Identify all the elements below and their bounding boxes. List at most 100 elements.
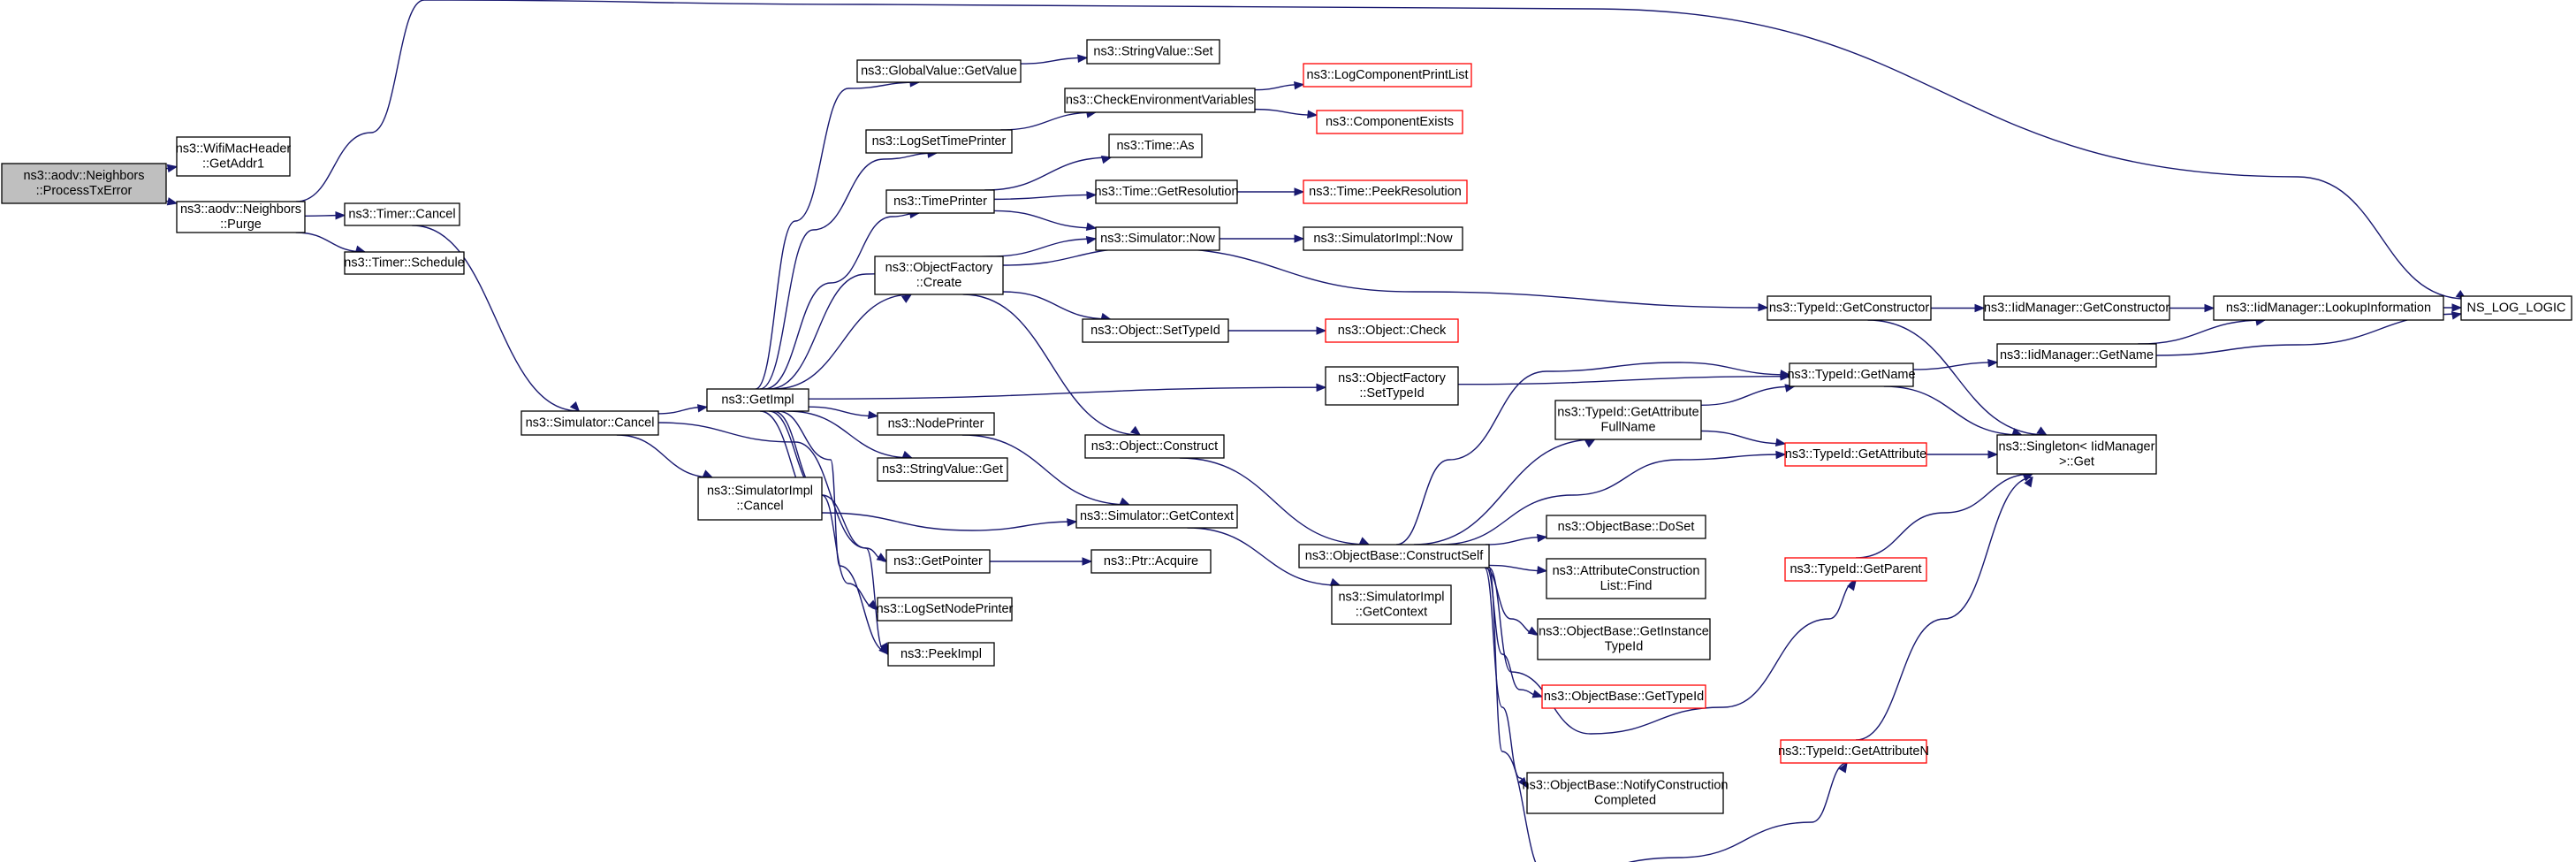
arrowhead-icon <box>1129 425 1142 436</box>
edge-n34-n38 <box>1395 362 1791 545</box>
node-n37[interactable]: ns3::IidManager::LookupInformation <box>2213 295 2444 321</box>
node-n11[interactable]: ns3::LogSetTimePrinter <box>865 129 1013 154</box>
node-n31[interactable]: ns3::Simulator::GetContext <box>1075 504 1238 529</box>
edge-line <box>808 406 878 417</box>
arrowhead-icon <box>335 211 346 220</box>
node-n8[interactable]: ns3::SimulatorImpl::Cancel <box>697 477 823 521</box>
node-label: ns3::IidManager::GetName <box>2000 348 2154 362</box>
edge-line <box>764 212 920 390</box>
node-label: ns3::ObjectBase::NotifyConstruction <box>1523 779 1729 793</box>
node-n6[interactable]: ns3::Simulator::Cancel <box>521 410 659 436</box>
node-n5[interactable]: ns3::Timer::Schedule <box>344 251 465 275</box>
node-box <box>1084 434 1225 459</box>
node-box <box>1075 504 1238 529</box>
node-n30[interactable]: ns3::Object::Construct <box>1084 434 1225 459</box>
edge-line <box>1855 477 2033 741</box>
arrowhead-icon <box>1067 518 1078 527</box>
arrowhead-icon <box>2036 426 2048 436</box>
node-box <box>1546 515 1706 539</box>
edge-n25-n26 <box>1220 234 1305 243</box>
arrowhead-icon <box>1358 537 1371 545</box>
node-n9[interactable]: ns3::PeekImpl <box>887 642 995 667</box>
node-n21[interactable]: ns3::ComponentExists <box>1316 110 1463 134</box>
node-n13[interactable]: ns3::ObjectFactory::Create <box>874 256 1004 295</box>
node-n36[interactable]: ns3::IidManager::GetConstructor <box>1983 295 2170 321</box>
node-n47[interactable]: ns3::ObjectBase::NotifyConstructionCompl… <box>1523 772 1729 814</box>
node-n24[interactable]: ns3::Time::PeekResolution <box>1303 179 1468 204</box>
node-n28[interactable]: ns3::Object::Check <box>1325 318 1459 343</box>
edge-n27-n28 <box>1227 326 1327 335</box>
node-label: ns3::Object::Construct <box>1091 439 1218 454</box>
node-n46[interactable]: ns3::ObjectBase::GetTypeId <box>1541 684 1706 709</box>
node-n16[interactable]: ns3::GetPointer <box>885 549 991 574</box>
node-n26[interactable]: ns3::SimulatorImpl::Now <box>1303 226 1463 251</box>
edge-line <box>1912 362 1998 370</box>
node-n0[interactable]: ns3::aodv::Neighbors::ProcessTxError <box>1 163 167 204</box>
edge-line <box>962 294 1141 436</box>
edge-n7-n29 <box>808 383 1327 400</box>
node-box <box>1546 558 1706 599</box>
node-label: ns3::SimulatorImpl <box>707 484 813 499</box>
node-n23[interactable]: ns3::Time::GetResolution <box>1094 179 1239 204</box>
node-n10[interactable]: ns3::GlobalValue::GetValue <box>856 59 1022 83</box>
node-label: ns3::ObjectBase::GetTypeId <box>1544 690 1704 704</box>
node-n33[interactable]: ns3::SimulatorImpl::GetContext <box>1331 584 1452 625</box>
node-n42[interactable]: ns3::Singleton< IidManager>::Get <box>1996 434 2157 475</box>
node-box <box>2213 295 2444 321</box>
arrowhead-icon <box>1987 450 1999 459</box>
node-n7[interactable]: ns3::GetImpl <box>706 388 809 412</box>
node-n25[interactable]: ns3::Simulator::Now <box>1095 226 1220 251</box>
edge-n34-n40 <box>1413 439 1596 545</box>
node-n1[interactable]: ns3::WifiMacHeader::GetAddr1 <box>176 136 292 177</box>
node-n38[interactable]: ns3::TypeId::GetName <box>1787 362 1916 387</box>
node-n3[interactable]: NS_LOG_LOGIC <box>2460 295 2572 321</box>
node-label: ns3::GetImpl <box>721 393 794 408</box>
arrowhead-icon <box>569 401 581 413</box>
arrowhead-icon <box>2204 303 2215 313</box>
node-label: ns3::Simulator::Cancel <box>526 416 655 431</box>
edge-line <box>1187 527 1341 586</box>
edge-n40-n41 <box>1700 430 1787 446</box>
node-n48[interactable]: ns3::TypeId::GetParent <box>1784 557 1927 582</box>
arrowhead-icon <box>1119 497 1131 506</box>
node-box <box>176 201 306 233</box>
arrowhead-icon <box>1316 326 1327 335</box>
node-n4[interactable]: ns3::Timer::Cancel <box>344 202 460 226</box>
edge-line <box>808 386 1326 400</box>
node-n29[interactable]: ns3::ObjectFactory::SetTypeId <box>1325 366 1459 406</box>
edge-n13-n30 <box>962 294 1142 436</box>
node-n34[interactable]: ns3::ObjectBase::ConstructSelf <box>1298 544 1490 568</box>
node-box <box>697 477 823 521</box>
node-n41[interactable]: ns3::TypeId::GetAttribute <box>1784 442 1927 467</box>
node-n20[interactable]: ns3::LogComponentPrintList <box>1303 63 1472 88</box>
node-n22[interactable]: ns3::Time::As <box>1108 133 1203 158</box>
node-n39[interactable]: ns3::IidManager::GetName <box>1996 343 2157 368</box>
node-n14[interactable]: ns3::NodePrinter <box>877 412 995 436</box>
node-n49[interactable]: ns3::TypeId::GetAttributeN <box>1778 739 1929 764</box>
node-n15[interactable]: ns3::StringValue::Get <box>877 457 1008 482</box>
node-box <box>1526 772 1724 814</box>
node-n17[interactable]: ns3::LogSetNodePrinter <box>877 597 1014 622</box>
node-n43[interactable]: ns3::ObjectBase::DoSet <box>1546 515 1706 539</box>
node-n19[interactable]: ns3::CheckEnvironmentVariables <box>1064 88 1256 113</box>
node-n27[interactable]: ns3::Object::SetTypeId <box>1082 318 1229 343</box>
edge-n7-n9 <box>777 410 889 654</box>
node-label: ns3::TypeId::GetAttribute <box>1557 406 1698 420</box>
edge-n35-n36 <box>1930 303 1986 313</box>
node-n32[interactable]: ns3::Ptr::Acquire <box>1090 549 1212 574</box>
edge-n34-n49 <box>1488 567 1848 862</box>
edge-n11-n19 <box>1000 110 1098 131</box>
node-label: ns3::Simulator::GetContext <box>1080 509 1234 523</box>
edge-n29-n38 <box>1457 372 1791 385</box>
node-n2[interactable]: ns3::aodv::Neighbors::Purge <box>176 201 306 233</box>
node-n18[interactable]: ns3::StringValue::Set <box>1086 39 1220 65</box>
edge-line <box>2138 319 2266 345</box>
node-n12[interactable]: ns3::TimePrinter <box>885 189 995 214</box>
node-label: ns3::Time::As <box>1116 139 1194 153</box>
node-n35[interactable]: ns3::TypeId::GetConstructor <box>1767 295 1932 321</box>
edge-n6-n8 <box>616 434 714 478</box>
node-box <box>1303 179 1468 204</box>
